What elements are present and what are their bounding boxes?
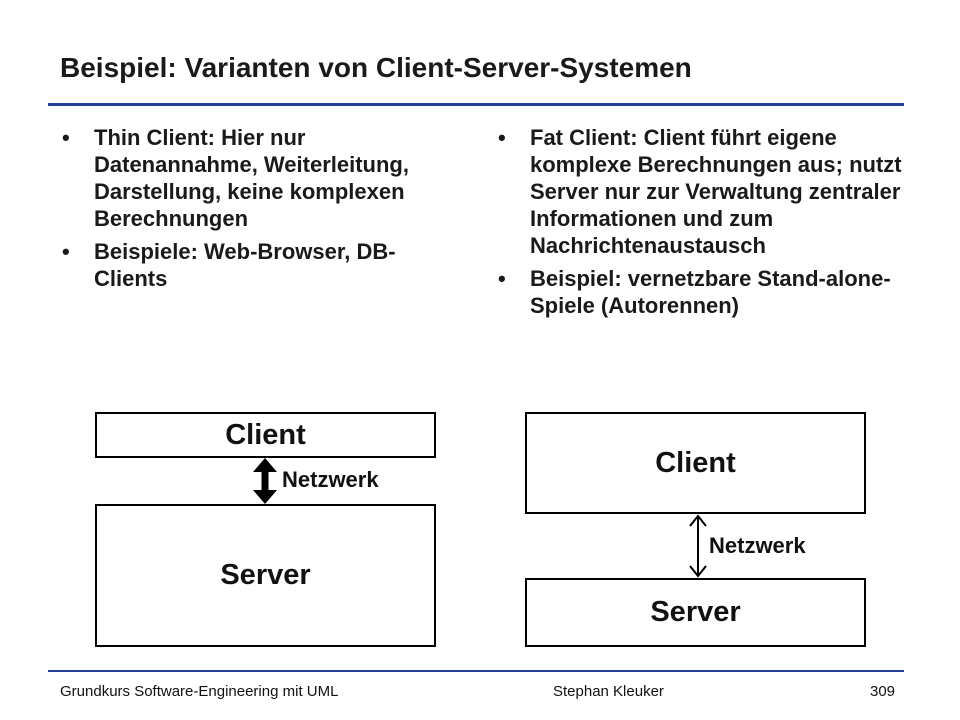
slide-title: Beispiel: Varianten von Client-Server-Sy…	[60, 52, 692, 83]
footer-divider	[48, 670, 904, 672]
fat-client-box: Client	[525, 412, 866, 514]
fat-network-arrow-icon	[689, 514, 707, 578]
bullet-fat-client-example: Beispiel: vernetzbare Stand-alone-Spiele…	[496, 265, 916, 319]
footer-course: Grundkurs Software-Engineering mit UML	[60, 683, 339, 700]
right-bullet-list: Fat Client: Client führt eigene komplexe…	[496, 124, 916, 319]
thin-network-arrow-icon	[253, 458, 277, 504]
fat-network-label: Netzwerk	[709, 533, 806, 558]
left-bullet-list: Thin Client: Hier nur Datenannahme, Weit…	[60, 124, 452, 292]
fat-server-box: Server	[525, 578, 866, 647]
right-column: Fat Client: Client führt eigene komplexe…	[496, 124, 916, 325]
footer-author: Stephan Kleuker	[553, 683, 664, 700]
bullet-thin-client-examples: Beispiele: Web-Browser, DB-Clients	[60, 238, 452, 292]
thin-client-box: Client	[95, 412, 436, 458]
bullet-thin-client: Thin Client: Hier nur Datenannahme, Weit…	[60, 124, 452, 232]
title-divider	[48, 103, 904, 106]
left-column: Thin Client: Hier nur Datenannahme, Weit…	[60, 124, 452, 298]
thin-network-label: Netzwerk	[282, 467, 379, 492]
thin-server-box: Server	[95, 504, 436, 647]
footer-page-number: 309	[870, 683, 896, 700]
bullet-fat-client: Fat Client: Client führt eigene komplexe…	[496, 124, 916, 259]
